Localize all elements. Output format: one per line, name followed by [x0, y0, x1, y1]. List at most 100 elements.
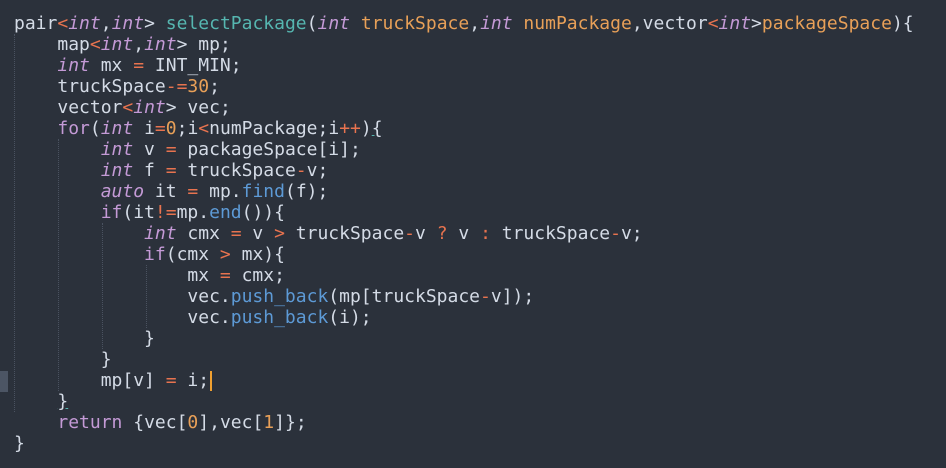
indent	[14, 97, 57, 118]
vector-type: vector	[642, 13, 708, 34]
identifier: cmx	[176, 223, 231, 244]
expression: ]};	[274, 412, 307, 433]
code-line-18-current: mp[v] = i;	[14, 370, 914, 391]
function-body-open: ){	[891, 13, 914, 34]
number-literal: 0	[165, 118, 177, 139]
code-line-6: for(int i=0;i<numPackage;i++){	[14, 118, 914, 139]
parameter-packagespace: packageSpace	[761, 13, 892, 34]
arguments: (f);	[284, 181, 329, 202]
type-keyword: int	[111, 13, 145, 34]
type-keyword: int	[144, 34, 177, 55]
matched-brace: }	[57, 391, 69, 412]
indent	[14, 370, 101, 391]
method-call: push_back	[230, 307, 329, 328]
brace-close: }	[14, 433, 25, 454]
indent	[14, 244, 144, 265]
angle-open: <	[89, 34, 101, 55]
number-literal: 1	[263, 412, 275, 433]
indent	[14, 349, 101, 370]
indent	[14, 181, 101, 202]
angle-close: >	[751, 13, 762, 34]
expression: packageSpace[i];	[176, 139, 361, 160]
type-keyword: int	[100, 160, 134, 181]
assign-operator: =	[165, 139, 177, 160]
identifier: mx	[89, 55, 134, 76]
identifier: mp[v]	[100, 370, 166, 391]
angle-close: >	[144, 13, 155, 34]
method-call: end	[209, 202, 242, 223]
semicolon: ;	[209, 76, 220, 97]
number-literal: 30	[187, 76, 210, 97]
indent	[14, 118, 57, 139]
arguments: v]);	[490, 286, 535, 307]
brace-close: }	[144, 328, 155, 349]
identifier: v;	[306, 160, 329, 181]
identifier: (cmx	[165, 244, 220, 265]
increment-operator: ++	[339, 118, 361, 139]
identifier: mx){	[230, 244, 285, 265]
for-keyword: for	[57, 118, 90, 139]
expression: {vec[	[122, 412, 188, 433]
arguments: (i);	[328, 307, 372, 328]
auto-keyword: auto	[100, 181, 145, 202]
text-cursor	[210, 371, 213, 391]
variable-decl: vec;	[176, 97, 231, 118]
indent-guide-3	[102, 223, 103, 349]
vector-type: vector	[57, 97, 123, 118]
paren-close: )	[360, 118, 372, 139]
constant: INT_MIN;	[144, 55, 242, 76]
assign-operator: =	[230, 223, 242, 244]
type-keyword: int	[100, 118, 134, 139]
identifier: cmx;	[230, 265, 285, 286]
comma: ,	[100, 13, 112, 34]
minus-assign-operator: -=	[165, 76, 188, 97]
identifier: i;	[176, 370, 210, 391]
type-keyword: int	[57, 55, 90, 76]
type-keyword: int	[144, 223, 177, 244]
code-line-8: int f = truckSpace-v;	[14, 160, 914, 181]
code-line-5: vector<int> vec;	[14, 97, 914, 118]
identifier: mp.	[176, 202, 210, 223]
minus-operator: -	[295, 160, 307, 181]
minus-operator: -	[480, 286, 491, 307]
number-literal: 0	[187, 412, 199, 433]
indent	[14, 286, 187, 307]
angle-close: >	[176, 34, 188, 55]
code-text-area[interactable]: pair<int,int> selectPackage(int truckSpa…	[14, 13, 914, 454]
type-keyword: int	[68, 13, 101, 34]
assign-operator: =	[154, 118, 166, 139]
code-line-20: return {vec[0],vec[1]};	[14, 412, 914, 433]
identifier: vec.	[187, 307, 231, 328]
expression: ],vec[	[198, 412, 264, 433]
identifier: truckSpace	[57, 76, 166, 97]
return-type: pair	[14, 13, 58, 34]
arguments: ()){	[241, 202, 285, 223]
parameter-numpackage: numPackage	[512, 13, 632, 34]
parameter-truckspace: truckSpace	[350, 13, 470, 34]
type-keyword: int	[100, 139, 134, 160]
ternary-question: ?	[436, 223, 448, 244]
code-line-12: if(cmx > mx){	[14, 244, 914, 265]
indent-guide-4	[146, 265, 147, 328]
function-name: selectPackage	[165, 13, 307, 34]
code-line-4: truckSpace-=30;	[14, 76, 914, 97]
identifier: mx	[187, 265, 220, 286]
not-equal-operator: !=	[154, 202, 177, 223]
code-line-21: }	[14, 433, 914, 454]
greater-than-operator: >	[219, 244, 231, 265]
indent	[14, 412, 57, 433]
identifier: v	[415, 223, 437, 244]
less-than-operator: <	[198, 118, 210, 139]
assign-operator: =	[187, 181, 199, 202]
space	[155, 13, 166, 34]
code-line-19: }	[14, 391, 914, 412]
identifier: truckSpace	[176, 160, 296, 181]
type-keyword: int	[317, 13, 351, 34]
identifier: v;	[620, 223, 643, 244]
return-keyword: return	[57, 412, 123, 433]
identifier: f	[133, 160, 166, 181]
if-keyword: if	[100, 202, 123, 223]
indent	[14, 76, 57, 97]
code-line-15: vec.push_back(i);	[14, 307, 914, 328]
